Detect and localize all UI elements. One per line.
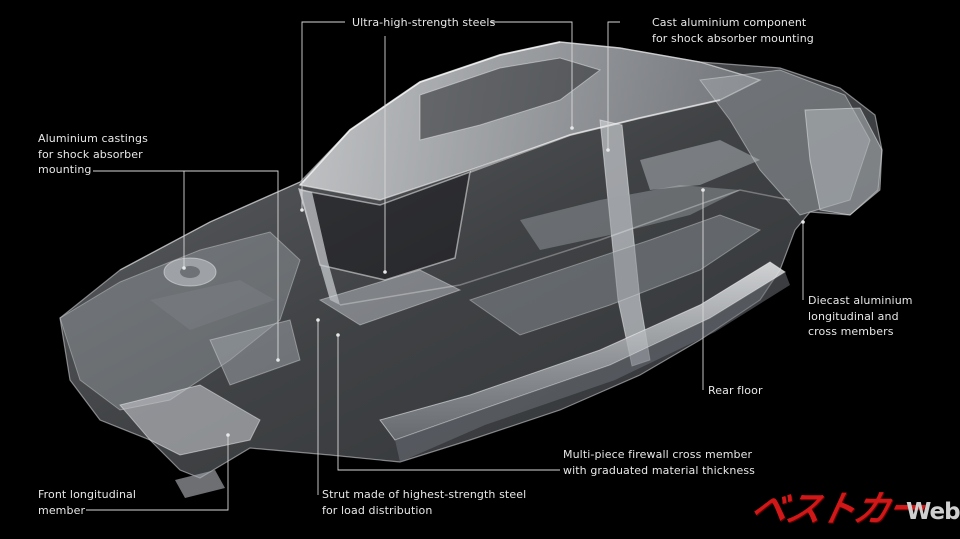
leader-cast-alu	[607, 21, 620, 150]
label-line: cross members	[808, 325, 894, 338]
label-line: Ultra-high-strength steels	[352, 16, 496, 29]
label-line: for shock absorber	[38, 147, 143, 161]
label-line: Diecast aluminium	[808, 294, 913, 307]
label-front-longitudinal-member: Front longitudinal member	[38, 487, 136, 518]
label-line: Strut made of highest-strength steel	[322, 488, 527, 501]
label-line: Cast aluminium component	[652, 16, 807, 29]
label-line: mounting	[38, 163, 92, 176]
floor-pan	[468, 214, 762, 336]
leader-firewall	[337, 335, 560, 471]
bestcar-web-logo: ベストカー Web	[747, 478, 960, 536]
logo-kana: ベストカー	[746, 489, 927, 530]
label-rear-floor: Rear floor	[708, 383, 763, 399]
label-aluminium-castings: Aluminium castings for shock absorber mo…	[38, 131, 148, 178]
label-ultra-high-strength-steels: Ultra-high-strength steels	[352, 15, 495, 31]
label-line: Front longitudinal	[38, 488, 137, 501]
leader-front-long	[86, 435, 229, 511]
label-strut: Strut made of highest-strength steel for…	[322, 487, 526, 518]
label-line: Multi-piece firewall cross member	[563, 448, 753, 461]
firewall-cross-member	[318, 269, 462, 326]
rear-end	[804, 107, 883, 216]
label-cast-aluminium-component: Cast aluminium component for shock absor…	[652, 15, 814, 46]
leader-alu-castings	[93, 170, 279, 360]
label-firewall-cross-member: Multi-piece firewall cross member with g…	[563, 447, 755, 478]
label-line: longitudinal and	[808, 309, 899, 323]
leader-ultra-steels-left	[301, 21, 345, 210]
leader-ultra-steels-right	[490, 21, 573, 128]
front-longitudinal-member	[119, 384, 261, 456]
label-line: Rear floor	[708, 384, 763, 397]
label-line: for load distribution	[322, 503, 433, 517]
label-line: for shock absorber mounting	[652, 31, 814, 45]
logo-web: Web	[906, 499, 960, 525]
label-line: member	[38, 503, 86, 517]
label-diecast-aluminium: Diecast aluminium longitudinal and cross…	[808, 293, 913, 340]
label-line: with graduated material thickness	[563, 463, 756, 477]
label-line: Aluminium castings	[38, 132, 148, 145]
